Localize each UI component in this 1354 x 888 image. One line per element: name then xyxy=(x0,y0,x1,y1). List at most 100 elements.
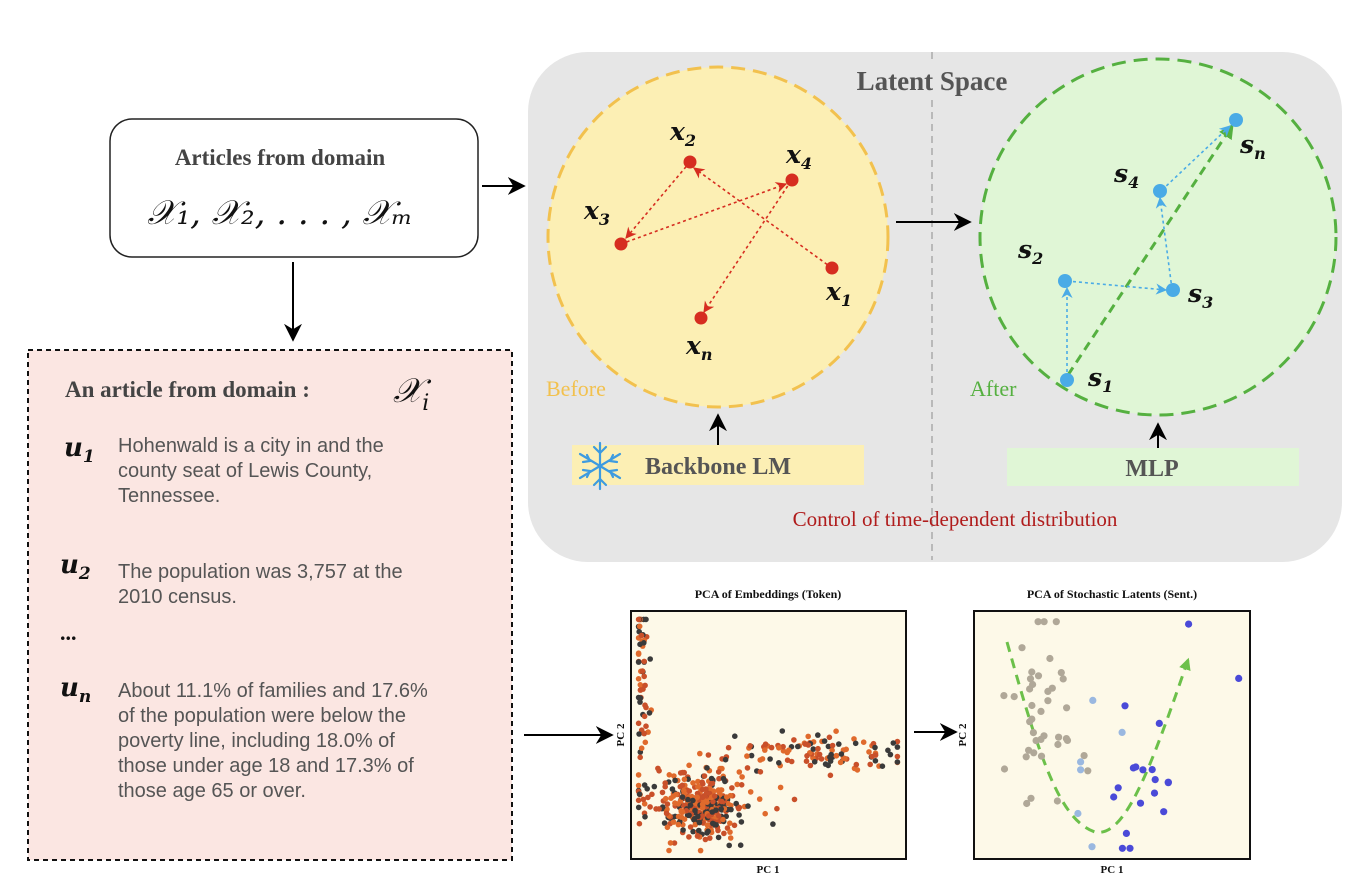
token-point xyxy=(675,821,682,828)
token-point xyxy=(733,800,739,807)
token-point xyxy=(818,756,825,762)
token-point xyxy=(641,673,647,680)
token-point xyxy=(833,728,839,734)
latent-point xyxy=(1023,799,1031,808)
sentence-label-u2: u2 xyxy=(60,550,91,584)
pca-latent-xlabel: PC 1 xyxy=(1101,864,1124,876)
after-trajectory xyxy=(1061,125,1231,378)
latent-point xyxy=(1053,797,1061,805)
token-point xyxy=(887,751,894,758)
latent-point xyxy=(1118,844,1126,852)
token-point xyxy=(695,783,701,790)
token-point xyxy=(710,820,716,827)
token-point xyxy=(641,640,647,646)
token-point xyxy=(668,795,674,801)
latent-point xyxy=(1010,693,1018,701)
token-point xyxy=(822,761,829,767)
token-point xyxy=(699,813,706,819)
token-point xyxy=(744,753,750,759)
token-point xyxy=(635,720,642,727)
token-point xyxy=(679,794,686,800)
latent-point xyxy=(1164,778,1172,786)
token-point xyxy=(776,760,782,766)
pca-token-xlabel: PC 1 xyxy=(757,864,780,876)
token-point xyxy=(662,783,668,790)
token-point xyxy=(655,765,661,772)
token-point xyxy=(716,775,722,782)
latent-point xyxy=(1080,752,1088,760)
label-sn: sn xyxy=(1239,130,1266,163)
token-point xyxy=(747,789,754,795)
token-point xyxy=(837,759,844,766)
token-point xyxy=(737,842,744,848)
token-point xyxy=(805,733,811,740)
latent-point xyxy=(1022,753,1030,761)
token-point xyxy=(696,827,702,834)
token-point xyxy=(827,754,833,760)
latent-point xyxy=(1077,758,1085,766)
latent-point xyxy=(1155,719,1163,728)
token-point xyxy=(843,746,849,753)
point-x3 xyxy=(614,237,628,251)
token-point xyxy=(804,753,810,759)
token-point xyxy=(734,781,740,788)
token-point xyxy=(731,822,738,829)
token-point xyxy=(776,745,782,751)
token-point xyxy=(681,769,687,776)
token-point xyxy=(636,731,642,737)
token-point xyxy=(736,812,742,818)
pca-latent-plot-area xyxy=(973,610,1251,860)
token-point xyxy=(872,744,878,751)
token-point xyxy=(872,752,879,758)
token-point xyxy=(699,801,706,808)
token-point xyxy=(687,802,694,808)
token-point xyxy=(666,772,673,778)
token-point xyxy=(644,786,650,792)
before-circle xyxy=(546,65,890,409)
pca-token-title: PCA of Embeddings (Token) xyxy=(695,587,842,601)
token-point xyxy=(694,833,701,839)
token-point xyxy=(759,756,766,762)
token-point xyxy=(718,806,724,812)
token-point xyxy=(779,728,786,734)
token-point xyxy=(636,623,643,630)
token-point xyxy=(715,813,722,819)
token-point xyxy=(727,792,734,799)
domain-box: Articles from domain 𝒳₁, 𝒳₂, . . . , 𝒳ₘ xyxy=(109,118,479,258)
token-point xyxy=(696,819,703,826)
token-point xyxy=(680,827,686,833)
token-point xyxy=(695,813,701,820)
latent-point xyxy=(1040,618,1048,626)
label-s3: s3 xyxy=(1187,279,1213,312)
label-xn: xn xyxy=(685,331,713,364)
latent-point xyxy=(1132,763,1140,771)
token-point xyxy=(694,794,700,801)
token-point xyxy=(890,740,897,746)
latent-point xyxy=(1110,793,1118,801)
token-point xyxy=(777,784,784,791)
token-point xyxy=(666,847,672,854)
token-point xyxy=(664,806,670,812)
latent-point xyxy=(1052,618,1060,626)
token-point xyxy=(826,734,833,741)
token-point xyxy=(636,820,643,827)
latent-point xyxy=(1026,718,1034,726)
token-point xyxy=(725,744,732,751)
label-x3: x3 xyxy=(583,196,610,229)
token-point xyxy=(635,676,642,682)
latent-point xyxy=(1044,687,1052,696)
token-point xyxy=(853,761,860,768)
token-point xyxy=(636,791,643,797)
token-point xyxy=(695,778,701,785)
token-point xyxy=(704,799,710,805)
backbone-label: Backbone LM xyxy=(645,454,791,480)
token-point xyxy=(867,761,873,768)
latent-point xyxy=(1136,799,1145,807)
token-point xyxy=(679,782,686,789)
latent-point xyxy=(1150,789,1159,797)
latent-point xyxy=(1037,752,1046,760)
token-point xyxy=(664,824,671,831)
before-label: Before xyxy=(546,376,606,401)
token-point xyxy=(681,776,688,783)
token-point xyxy=(638,632,645,639)
